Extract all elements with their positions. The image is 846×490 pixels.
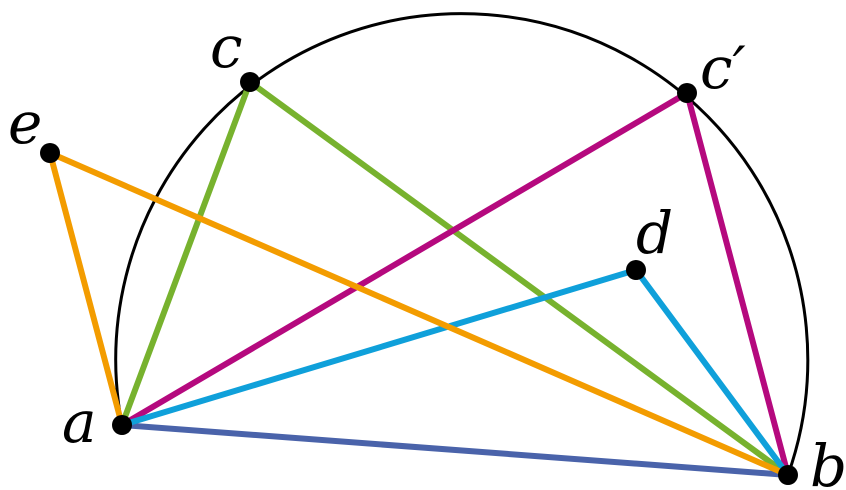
- segment-ab: [119, 422, 791, 478]
- label-c: c: [210, 13, 242, 81]
- label-a: a: [62, 388, 97, 456]
- label-d: d: [636, 199, 673, 267]
- label-c-prime: c′: [700, 34, 746, 102]
- segment-c-prime-b: [684, 90, 791, 478]
- segment-ad: [119, 267, 639, 428]
- semicircle-arc: [114, 12, 810, 476]
- point-d: [626, 260, 646, 280]
- segment-cb: [247, 79, 791, 478]
- point-b: [778, 465, 798, 485]
- segment-eb: [47, 150, 791, 478]
- segment-db: [633, 267, 791, 478]
- label-b: b: [810, 432, 846, 490]
- label-e: e: [8, 89, 42, 157]
- point-c: [240, 72, 260, 92]
- point-a: [112, 415, 132, 435]
- point-c-prime: [677, 83, 697, 103]
- point-e: [40, 143, 60, 163]
- segment-ac: [119, 79, 253, 428]
- segment-ae: [47, 150, 125, 428]
- segment-ac-prime: [119, 90, 690, 428]
